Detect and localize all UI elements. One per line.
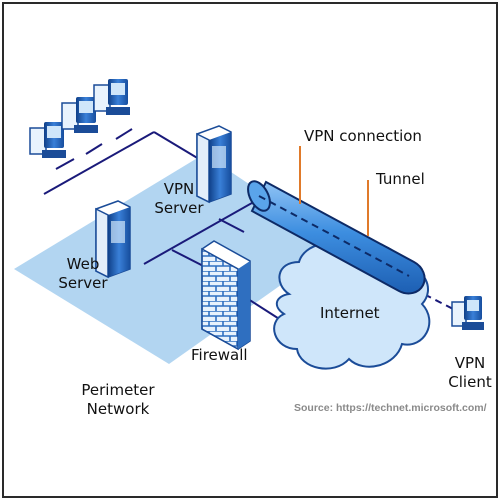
vpn-client-label: VPN Client [448, 354, 492, 391]
callout-lines [299, 146, 369, 236]
lan-lines [43, 128, 205, 195]
server-icon [95, 200, 131, 279]
firewall-icon [201, 240, 251, 351]
tunnel-icon [247, 180, 426, 295]
tunnel-label: Tunnel [376, 170, 425, 188]
workstation-icon [29, 122, 66, 158]
diagram-canvas [14, 79, 484, 370]
workstation-icon [451, 296, 484, 330]
web-server-label: Web Server [58, 255, 108, 292]
firewall-label: Firewall [191, 346, 248, 364]
workstation-icon [93, 79, 130, 115]
server-icon [196, 125, 232, 204]
internet-label: Internet [320, 304, 380, 322]
perimeter-network-label: Perimeter Network [81, 381, 155, 418]
vpn-connection-label: VPN connection [304, 127, 422, 145]
source-caption: Source: https://technet.microsoft.com/ [294, 402, 487, 414]
workstation-icon [61, 97, 98, 133]
vpn-server-label: VPN Server [154, 180, 204, 217]
